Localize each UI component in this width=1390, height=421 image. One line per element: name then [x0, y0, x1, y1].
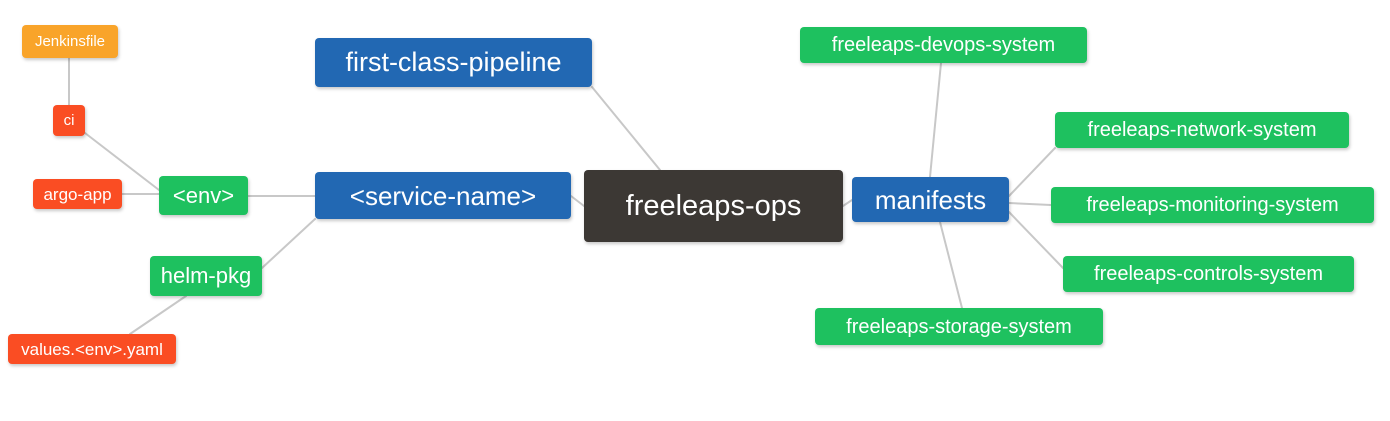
- node-label-env: <env>: [172, 182, 235, 208]
- node-label-argo-app: argo-app: [43, 184, 112, 204]
- node-label-freeleaps-ops: freeleaps-ops: [625, 189, 802, 222]
- node-label-helm-pkg: helm-pkg: [160, 263, 252, 288]
- edge-manifests-to-freeleaps-storage-system: [939, 221, 963, 309]
- edge-manifests-to-freeleaps-devops-system: [929, 62, 942, 178]
- node-freeleaps-devops-system[interactable]: freeleaps-devops-system: [800, 27, 1087, 63]
- node-label-manifests: manifests: [874, 184, 987, 215]
- node-freeleaps-ops[interactable]: freeleaps-ops: [584, 170, 843, 242]
- edge-helm-pkg-to-values-yaml: [129, 295, 187, 335]
- node-manifests[interactable]: manifests: [852, 177, 1009, 222]
- node-jenkinsfile[interactable]: Jenkinsfile: [22, 25, 118, 58]
- node-helm-pkg[interactable]: helm-pkg: [150, 256, 262, 296]
- node-freeleaps-controls-system[interactable]: freeleaps-controls-system: [1063, 256, 1354, 292]
- node-freeleaps-network-system[interactable]: freeleaps-network-system: [1055, 112, 1349, 148]
- node-argo-app[interactable]: argo-app: [33, 179, 122, 209]
- node-label-first-class-pipeline: first-class-pipeline: [345, 47, 562, 77]
- node-service-name[interactable]: <service-name>: [315, 172, 571, 219]
- edge-service-name-to-first-class-pipeline: [591, 86, 661, 171]
- node-label-freeleaps-storage-system: freeleaps-storage-system: [846, 315, 1072, 338]
- node-ci[interactable]: ci: [53, 105, 85, 136]
- node-label-service-name: <service-name>: [349, 180, 537, 211]
- edge-manifests-to-freeleaps-monitoring-system: [1008, 202, 1052, 206]
- edge-freeleaps-ops-to-service-name: [570, 195, 585, 207]
- node-first-class-pipeline[interactable]: first-class-pipeline: [315, 38, 592, 87]
- node-label-freeleaps-network-system: freeleaps-network-system: [1087, 119, 1317, 141]
- node-label-ci: ci: [63, 112, 75, 129]
- node-label-freeleaps-monitoring-system: freeleaps-monitoring-system: [1086, 194, 1339, 216]
- node-freeleaps-storage-system[interactable]: freeleaps-storage-system: [815, 308, 1103, 345]
- node-label-freeleaps-devops-system: freeleaps-devops-system: [831, 34, 1056, 56]
- node-freeleaps-monitoring-system[interactable]: freeleaps-monitoring-system: [1051, 187, 1374, 223]
- edge-freeleaps-ops-to-manifests: [842, 199, 853, 207]
- node-label-values-yaml: values.<env>.yaml: [21, 339, 163, 359]
- edge-manifests-to-freeleaps-network-system: [1008, 147, 1056, 197]
- node-values-yaml[interactable]: values.<env>.yaml: [8, 334, 176, 364]
- edge-service-name-to-helm-pkg: [261, 218, 316, 269]
- node-label-freeleaps-controls-system: freeleaps-controls-system: [1094, 263, 1323, 285]
- node-env[interactable]: <env>: [159, 176, 248, 215]
- node-label-jenkinsfile: Jenkinsfile: [34, 33, 106, 50]
